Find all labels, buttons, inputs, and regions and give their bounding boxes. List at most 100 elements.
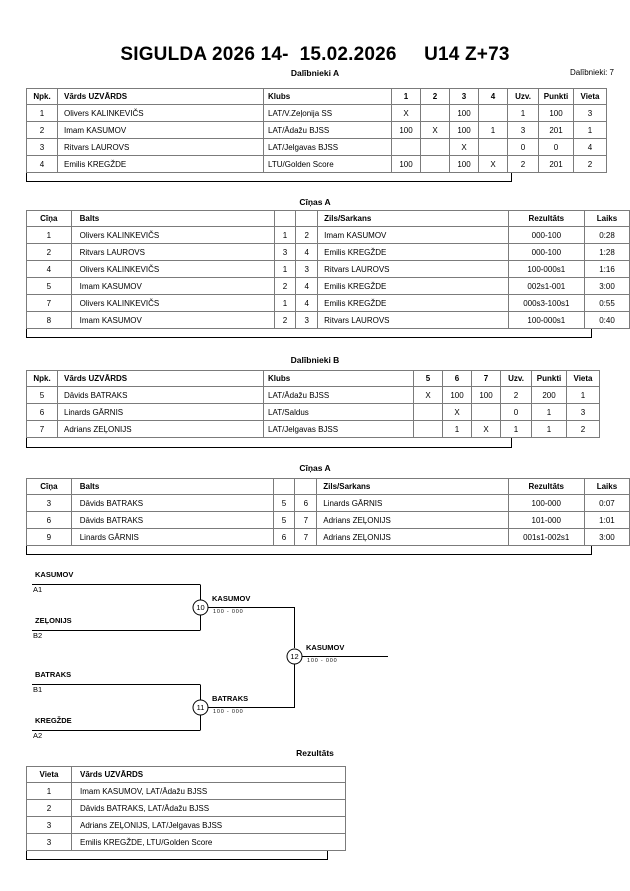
blue: Imam KASUMOV (317, 226, 509, 244)
blue: Ritvars LAUROVS (317, 311, 509, 329)
npk: 3 (26, 138, 58, 156)
cross-cell-2: X (442, 403, 472, 421)
white: Imam KASUMOV (70, 277, 275, 295)
place: 2 (566, 420, 600, 438)
cross-cell-4: X (478, 155, 508, 173)
col-fight: Cīņa (26, 478, 72, 495)
white: Ritvars LAUROVS (70, 243, 275, 261)
npk: 5 (26, 386, 58, 404)
fight: 1 (26, 226, 72, 244)
bracket-champion-score: 100 - 000 (307, 658, 338, 664)
cross-cell-1: 100 (391, 121, 421, 139)
name: Adrians ZEĻONIJS, LAT/Jelgavas BJSS (71, 816, 346, 834)
cross-cell-3: 100 (449, 104, 479, 122)
fight: 7 (26, 294, 72, 312)
blue_no: 3 (295, 260, 319, 278)
participants-count: Dalībnieki: 7 (569, 68, 614, 77)
col-blue-no (294, 478, 318, 495)
cross-cell-1 (413, 420, 443, 438)
name: Dāvids BATRAKS (57, 386, 264, 404)
place: 1 (566, 386, 600, 404)
final-node-circle (286, 648, 303, 665)
place: 2 (26, 799, 72, 817)
cross-cell-3: 100 (449, 155, 479, 173)
bracket-entrant-name-b2: ZEĻONIJS (35, 616, 72, 625)
cross-cell-1: X (391, 104, 421, 122)
blue: Adrians ZEĻONIJS (316, 511, 509, 529)
points: 0 (538, 138, 574, 156)
col-npk: Npk. (26, 88, 58, 105)
time: 1:16 (583, 260, 630, 278)
blue_no: 4 (295, 243, 319, 261)
col-cross-5: 5 (413, 370, 443, 387)
white_no: 5 (272, 494, 296, 512)
club: LAT/Saldus (263, 403, 414, 421)
cross-cell-4 (478, 138, 508, 156)
cross-cell-3 (471, 403, 501, 421)
caption-group-b: Dalībnieki B (290, 355, 340, 365)
col-result: Rezultāts (507, 210, 585, 227)
bracket-entrant-name-a1: KASUMOV (35, 570, 74, 579)
points: 1 (531, 403, 567, 421)
bracket-entrant-name-b1: BATRAKS (35, 670, 72, 679)
table-header-row: Npk. Vārds UZVĀRDS Klubs 1 2 3 4 Uzv. Pu… (26, 88, 607, 105)
white: Olivers KALINKEVIČS (70, 226, 275, 244)
blue_no: 4 (295, 294, 319, 312)
table-header-row: Npk. Vārds UZVĀRDS Klubs 5 6 7 Uzv. Punk… (26, 370, 600, 387)
white_no: 6 (272, 528, 296, 546)
result: 000s3-100s1 (507, 294, 585, 312)
white: Dāvids BATRAKS (70, 511, 274, 529)
blue_no: 3 (295, 311, 319, 329)
caption-matches-b: Cīņas A (299, 463, 331, 473)
blue_no: 6 (294, 494, 318, 512)
name: Dāvids BATRAKS, LAT/Ādažu BJSS (71, 799, 346, 817)
col-cross-3: 3 (449, 88, 479, 105)
fight: 2 (26, 243, 72, 261)
bracket-entrant-seed-b2: B2 (33, 631, 43, 640)
col-name: Vārds UZVĀRDS (57, 88, 264, 105)
npk: 4 (26, 155, 58, 173)
cross-cell-2 (420, 138, 450, 156)
name: Emilis KREGŽDE, LTU/Golden Score (71, 833, 346, 851)
caption-matches-a: Cīņas A (299, 197, 331, 207)
white_no: 2 (273, 311, 297, 329)
cross-cell-2 (420, 104, 450, 122)
col-club: Klubs (263, 370, 414, 387)
result: 001s1-002s1 (507, 528, 585, 546)
wins: 0 (507, 138, 539, 156)
wins: 3 (507, 121, 539, 139)
bracket-entrant-seed-b1: B1 (33, 685, 43, 694)
table-header-row: Vieta Vārds UZVĀRDS (26, 766, 346, 783)
table-header-row: Cīņa Balts Zils/Sarkans Rezultāts Laiks (26, 478, 630, 495)
col-white: Balts (70, 210, 275, 227)
white_no: 1 (273, 294, 297, 312)
col-place: Vieta (566, 370, 600, 387)
elimination-bracket: KASUMOV A1 ZEĻONIJS B2 BATRAKS B1 KREGŽD… (0, 560, 630, 740)
col-white-no (272, 478, 296, 495)
white_no: 5 (272, 511, 296, 529)
white: Olivers KALINKEVIČS (70, 294, 275, 312)
time: 3:00 (583, 528, 630, 546)
wins: 0 (500, 403, 532, 421)
cross-cell-3: X (449, 138, 479, 156)
points: 201 (538, 155, 574, 173)
points: 100 (538, 104, 574, 122)
time: 0:55 (583, 294, 630, 312)
col-blue-no (295, 210, 319, 227)
group-a-standings-table: Npk. Vārds UZVĀRDS Klubs 1 2 3 4 Uzv. Pu… (26, 88, 607, 173)
col-time: Laiks (583, 478, 630, 495)
blue: Emilis KREGŽDE (317, 243, 509, 261)
result: 002s1-001 (507, 277, 585, 295)
npk: 7 (26, 420, 58, 438)
